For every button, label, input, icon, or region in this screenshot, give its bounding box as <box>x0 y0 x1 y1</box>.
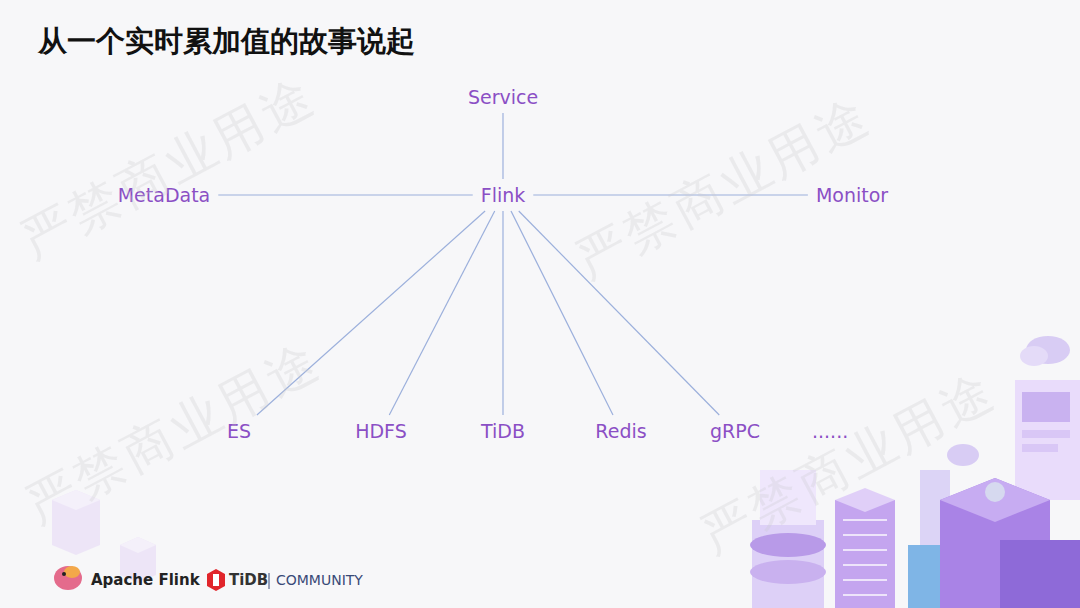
node-label: Redis <box>595 420 646 442</box>
connector-line <box>218 195 472 196</box>
node-label: gRPC <box>710 420 760 442</box>
system-node: Flink <box>476 182 531 208</box>
system-node: gRPC <box>705 418 765 444</box>
system-node: Redis <box>590 418 651 444</box>
connector-line <box>389 211 494 415</box>
watermark: 严禁商业用途 <box>10 63 328 274</box>
node-label: Flink <box>481 184 526 206</box>
connector-line <box>503 211 504 415</box>
system-node: Service <box>463 84 543 110</box>
watermark: 严禁商业用途 <box>15 328 333 539</box>
node-label: Monitor <box>816 184 888 206</box>
slide-title: 从一个实时累加值的故事说起 <box>38 22 415 62</box>
system-node: HDFS <box>350 418 412 444</box>
brand-name: TiDB <box>229 571 268 589</box>
brand-name: Apache Flink <box>91 571 200 589</box>
system-node: Monitor <box>811 182 893 208</box>
node-label: HDFS <box>355 420 407 442</box>
connector-line <box>502 113 503 179</box>
node-label: TiDB <box>481 420 525 442</box>
node-label: Service <box>468 86 538 108</box>
system-node: TiDB <box>476 418 530 444</box>
brand-name: COMMUNITY <box>276 572 363 588</box>
